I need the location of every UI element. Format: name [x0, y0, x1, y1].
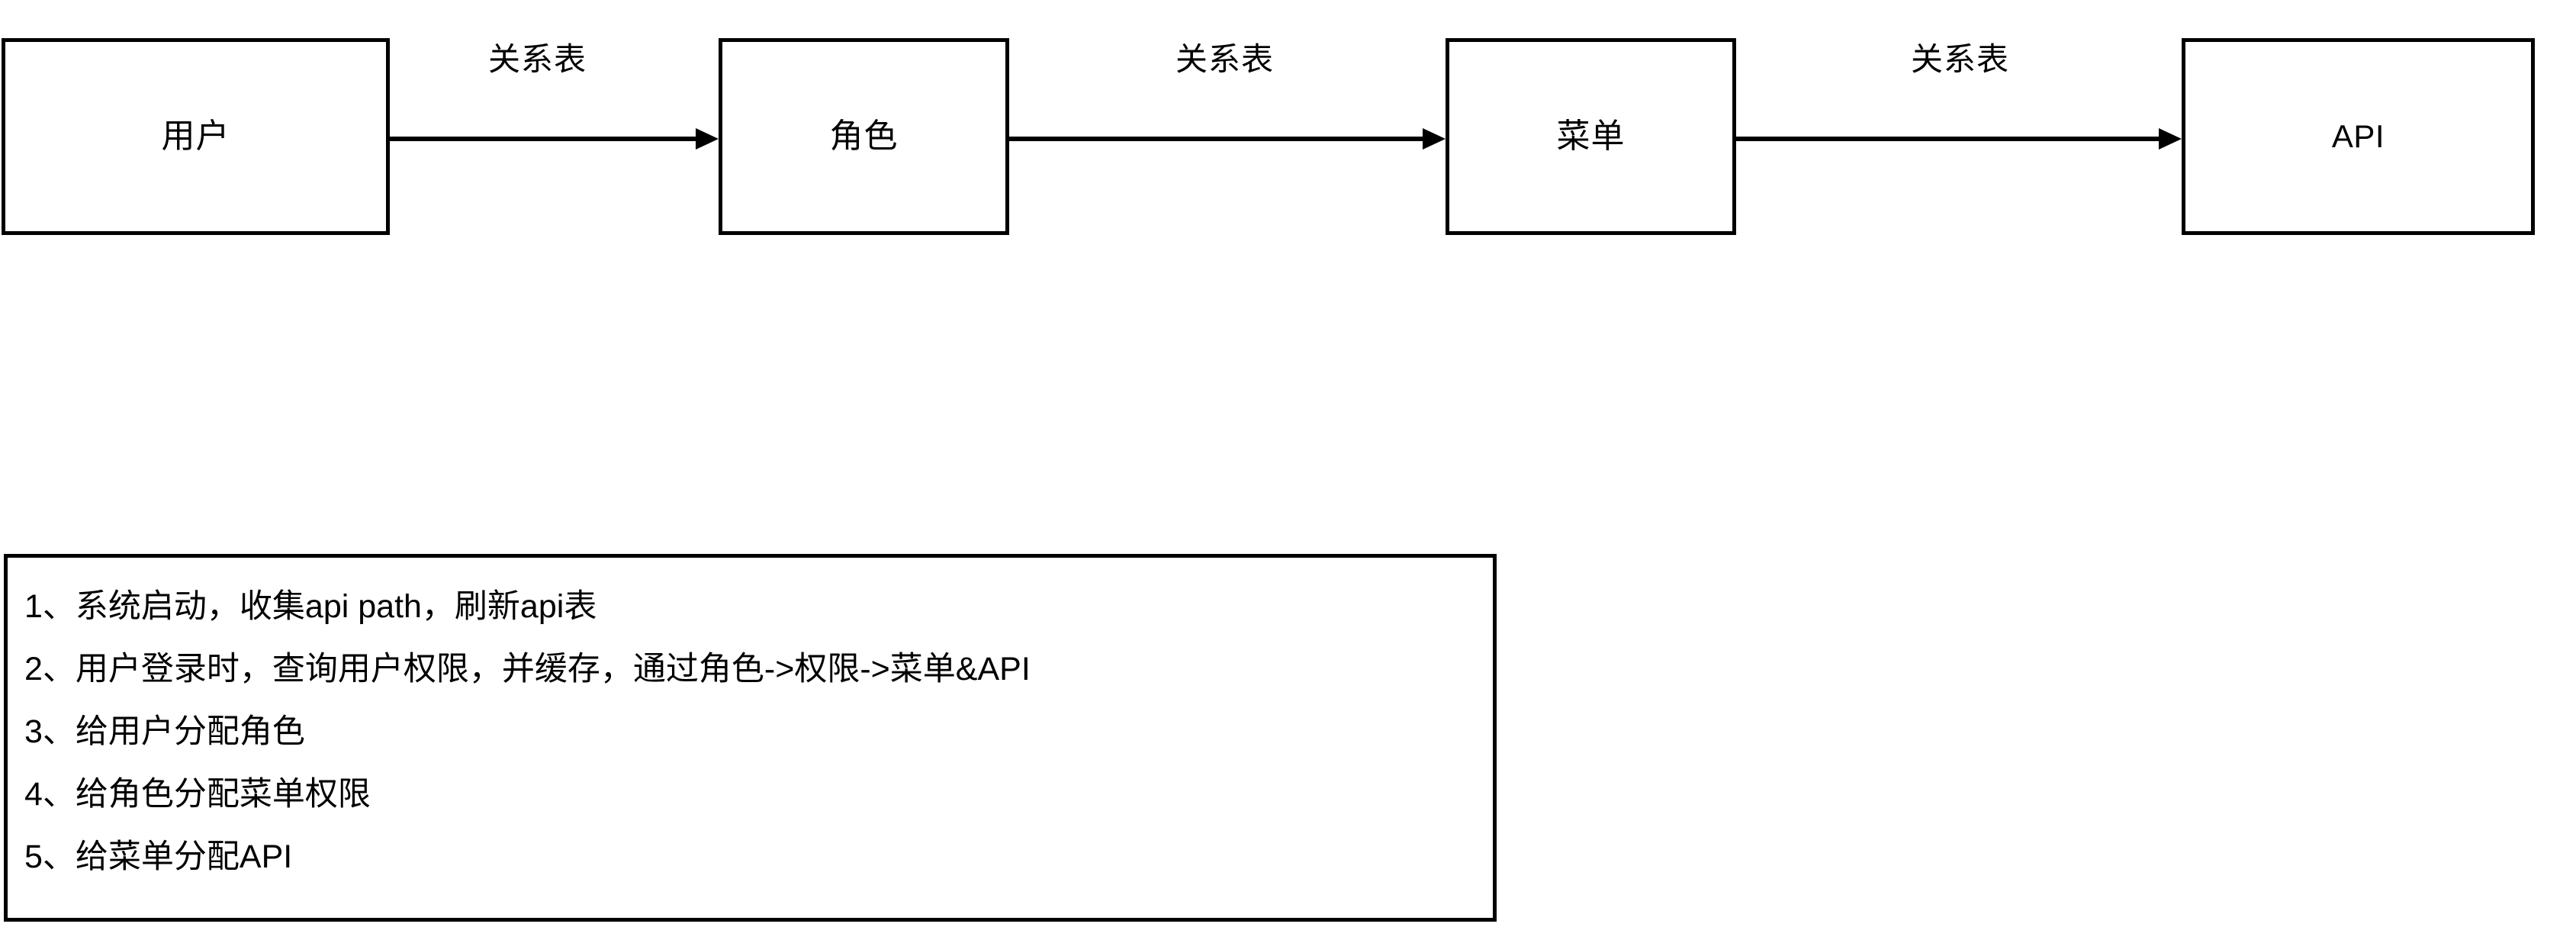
note-line-2: 2、用户登录时，查询用户权限，并缓存，通过角色->权限->菜单&API — [24, 651, 1031, 687]
edge-label-menu-api: 关系表 — [1911, 41, 2010, 77]
entity-box-menu[interactable]: 菜单 — [1446, 38, 1736, 235]
entity-label-menu: 菜单 — [1556, 117, 1626, 155]
connector-shaft — [390, 137, 696, 141]
entity-box-role[interactable]: 角色 — [719, 38, 1009, 235]
connector-shaft — [1736, 137, 2159, 141]
arrowhead-icon — [1423, 128, 1446, 150]
entity-box-api[interactable]: API — [2182, 38, 2535, 235]
entity-label-user: 用户 — [161, 117, 230, 155]
edge-label-role-menu: 关系表 — [1175, 41, 1275, 77]
entity-box-user[interactable]: 用户 — [2, 38, 390, 235]
edge-label-user-role: 关系表 — [488, 41, 587, 77]
arrowhead-icon — [2159, 128, 2182, 150]
note-line-3: 3、给用户分配角色 — [24, 713, 305, 750]
note-line-5: 5、给菜单分配API — [24, 838, 293, 875]
connector-shaft — [1009, 137, 1423, 141]
note-line-1: 1、系统启动，收集api path，刷新api表 — [24, 588, 597, 625]
notes-box: 1、系统启动，收集api path，刷新api表 2、用户登录时，查询用户权限，… — [4, 554, 1497, 922]
entity-label-role: 角色 — [829, 117, 899, 155]
arrowhead-icon — [696, 128, 719, 150]
entity-label-api: API — [2331, 118, 2385, 154]
note-line-4: 4、给角色分配菜单权限 — [24, 776, 371, 813]
